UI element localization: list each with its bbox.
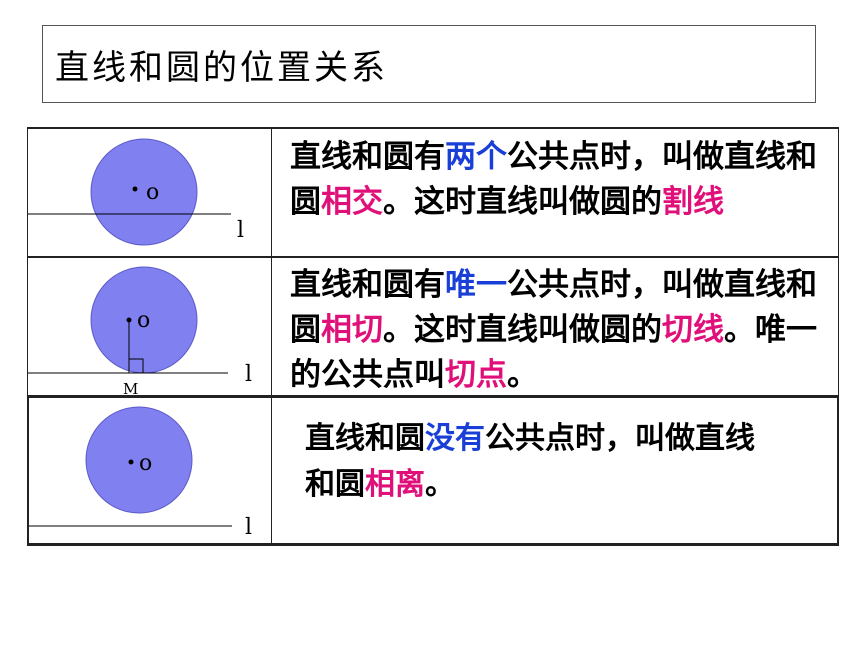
- text-plain: 直线和圆有: [290, 139, 445, 175]
- text-plain: 。这时直线叫做圆的: [383, 312, 662, 348]
- row-intersect: o l 直线和圆有两个公共点时，叫做直线和圆相交。这时直线叫做圆的割线: [27, 127, 839, 258]
- text-plain: 。这时直线叫做圆的: [383, 184, 662, 220]
- separate-description: 直线和圆没有公共点时，叫做直线和圆相离。: [305, 416, 775, 508]
- text-plain: 公共点时，叫做直线和圆: [290, 267, 817, 348]
- text-plain: 直线和圆: [305, 421, 425, 456]
- center-label: o: [137, 308, 150, 333]
- right-angle-mark: [129, 358, 144, 373]
- keyword-none: 没有: [425, 421, 485, 456]
- foot-label: M: [123, 380, 138, 395]
- keyword-secant: 割线: [662, 184, 724, 220]
- keyword-separate: 相离: [365, 467, 425, 502]
- row-tangent: o l M 直线和圆有唯一公共点时，叫做直线和圆相切。这时直线叫做圆的切线。唯一…: [27, 256, 839, 397]
- keyword-unique: 唯一: [445, 267, 507, 303]
- line-label: l: [237, 218, 244, 243]
- intersect-figure: o l: [28, 138, 244, 246]
- keyword-tangent: 相切: [321, 312, 383, 348]
- relation-table: o l 直线和圆有两个公共点时，叫做直线和圆相交。这时直线叫做圆的割线 o l …: [27, 127, 839, 546]
- row-separate: o l 直线和圆没有公共点时，叫做直线和圆相离。: [27, 397, 839, 546]
- center-label: o: [146, 180, 159, 205]
- keyword-two: 两个: [445, 139, 507, 175]
- text-plain: 。: [507, 357, 538, 393]
- text-plain: 。唯一的公共点叫: [290, 312, 817, 393]
- circle-shape: [90, 138, 198, 246]
- center-dot: [132, 186, 138, 192]
- keyword-tangent-point: 切点: [445, 357, 507, 393]
- separate-figure: o l: [29, 406, 252, 540]
- column-divider: [271, 129, 272, 257]
- line-label: l: [245, 362, 252, 387]
- tangent-description: 直线和圆有唯一公共点时，叫做直线和圆相切。这时直线叫做圆的切线。唯一的公共点叫切…: [290, 263, 830, 398]
- center-label: o: [139, 451, 152, 476]
- column-divider: [271, 257, 272, 395]
- intersect-description: 直线和圆有两个公共点时，叫做直线和圆相交。这时直线叫做圆的割线: [290, 135, 830, 225]
- keyword-tangent-line: 切线: [662, 312, 724, 348]
- column-divider: [271, 398, 272, 543]
- text-plain: 直线和圆有: [290, 267, 445, 303]
- title-box: 直线和圆的位置关系: [42, 25, 816, 103]
- text-plain: 。: [425, 467, 455, 502]
- center-dot: [126, 317, 132, 323]
- keyword-intersect: 相交: [321, 184, 383, 220]
- page-title: 直线和圆的位置关系: [55, 48, 388, 88]
- line-label: l: [245, 515, 252, 540]
- text-plain: 公共点时，叫做直线和圆: [305, 421, 755, 502]
- text-plain: 公共点时，叫做直线和圆: [290, 139, 817, 220]
- circle-shape: [85, 406, 193, 514]
- center-dot: [128, 459, 134, 465]
- tangent-figure: o l M: [28, 266, 252, 395]
